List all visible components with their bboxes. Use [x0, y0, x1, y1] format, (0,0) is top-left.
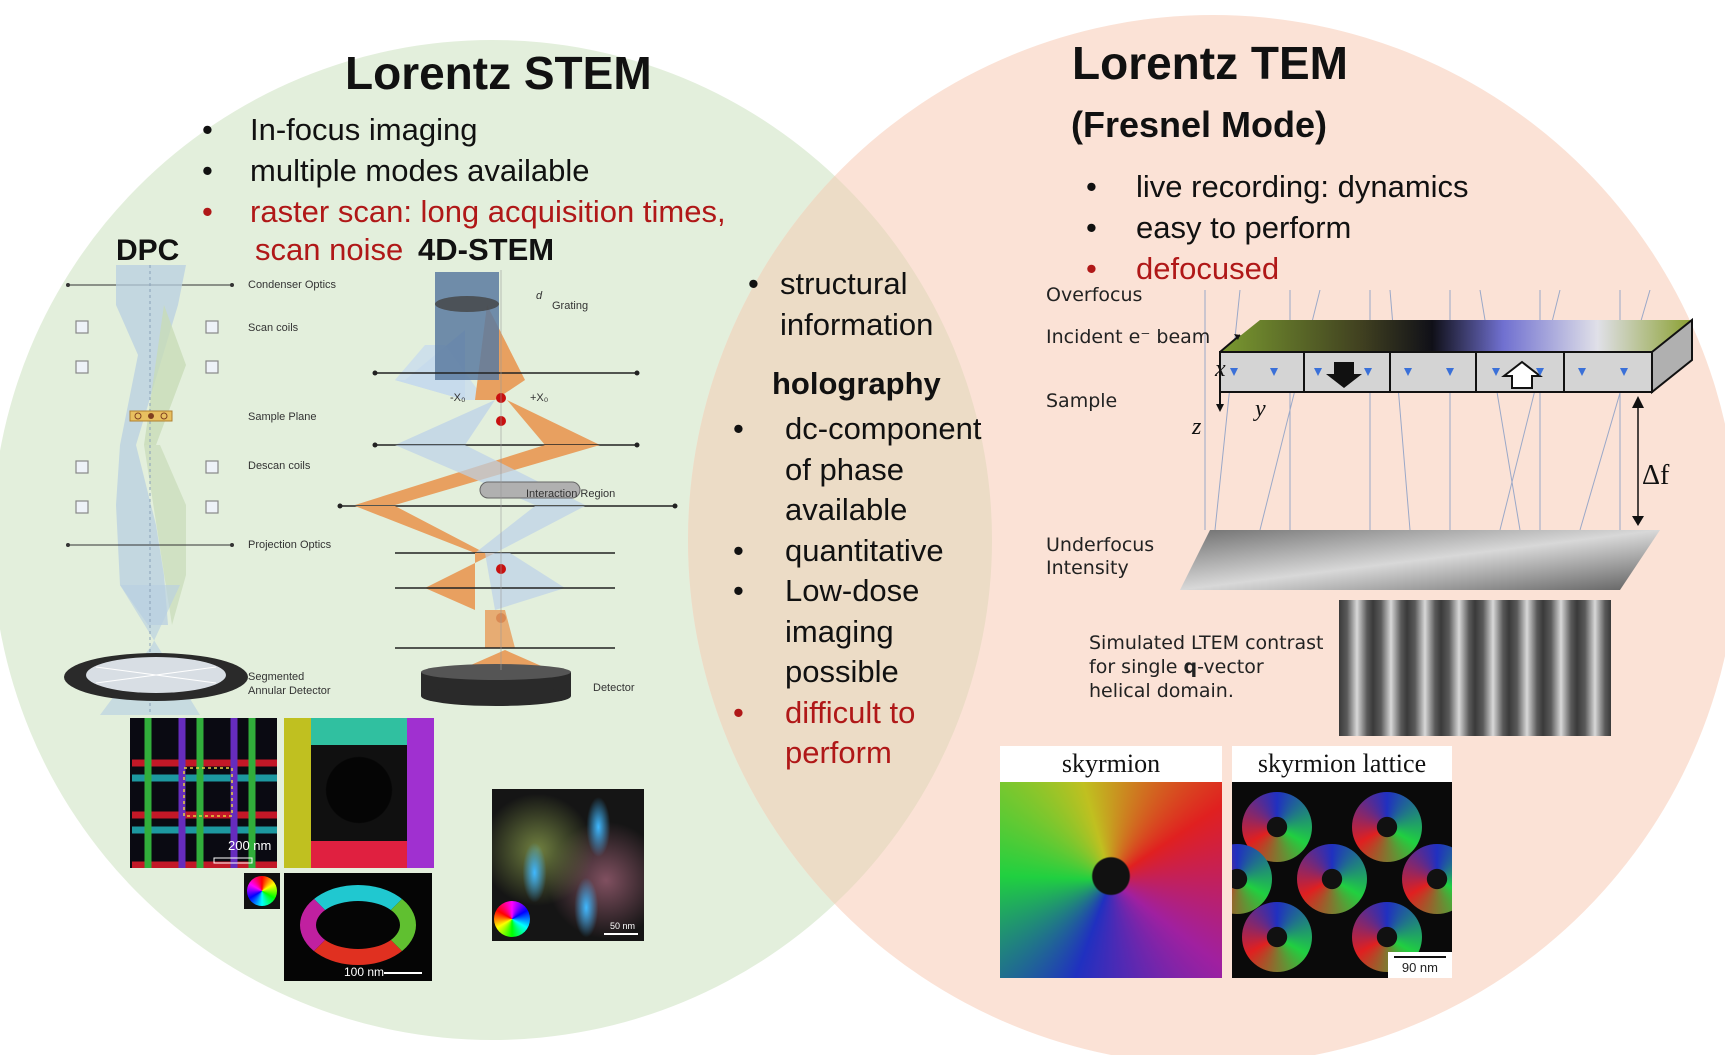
ltem-contrast-image [1339, 600, 1611, 736]
right-bullet-1: •live recording: dynamics [1086, 169, 1469, 204]
right-title: Lorentz TEM [1072, 37, 1348, 89]
right-subtitle: (Fresnel Mode) [1071, 104, 1328, 145]
grid-scale-label: 200 nm [228, 838, 272, 853]
right-circle [688, 15, 1725, 1055]
overlap-structural: •structural information [748, 266, 934, 342]
dpc-schematic [64, 265, 248, 715]
label-minus-x0: -X₀ [450, 392, 466, 404]
fourd-stem-schematic [337, 270, 678, 706]
label-d: d [536, 290, 543, 302]
label-intensity: Intensity [1046, 557, 1129, 579]
dpc-ring-image: 100 nm [284, 873, 432, 981]
left-bullet-3: •raster scan: long acquisition times, [202, 194, 726, 229]
axis-z-label: z [1192, 414, 1202, 440]
left-bullet-list: •In-focus imaging •multiple modes availa… [196, 109, 726, 232]
fourd-vortex-image: 50 nm [492, 789, 644, 941]
label-plus-x0: +X₀ [530, 392, 549, 404]
dpc-zoom-image [284, 718, 434, 868]
dpc-grid-image: 200 nm [130, 718, 277, 868]
label-detector: Detector [593, 682, 635, 694]
left-bullet-2: •multiple modes available [202, 153, 590, 188]
dpc-heading: DPC [116, 234, 180, 267]
skyrmion-lattice-panel: skyrmion lattice 90 nm [1232, 746, 1452, 978]
left-bullet-1: •In-focus imaging [202, 112, 478, 147]
holo-item-2: •quantitative [733, 532, 944, 568]
holography-list: •dc-component of phase available •quanti… [733, 411, 982, 770]
label-underfocus: Underfocus [1046, 534, 1155, 556]
skyrmion-panel: skyrmion [1000, 746, 1222, 978]
right-bullet-3: •defocused [1086, 251, 1280, 286]
label-segmented: Segmented [248, 671, 305, 683]
holo-item-4: •difficult to [733, 694, 916, 730]
left-title: Lorentz STEM [345, 47, 652, 99]
label-incident-beam: Incident e⁻ beam [1046, 326, 1211, 348]
skyrmion-lattice-caption: skyrmion lattice [1232, 746, 1452, 782]
right-bullet-2: •easy to perform [1086, 210, 1352, 245]
color-wheel-legend [244, 873, 280, 909]
simulated-caption: Simulated LTEM contrast for single q-vec… [1089, 632, 1324, 702]
lattice-scale-label: 90 nm [1401, 960, 1438, 975]
holo-item-1: •dc-component [733, 411, 982, 446]
label-projection-optics: Projection Optics [248, 539, 332, 551]
label-sample: Sample [1046, 390, 1118, 412]
holography-heading: holography [772, 366, 941, 401]
label-overfocus: Overfocus [1046, 284, 1143, 306]
label-descan-coils: Descan coils [248, 460, 311, 472]
label-interaction-region: Interaction Region [526, 488, 616, 500]
holo-item-3: •Low-dose [733, 573, 920, 608]
axis-y-label: y [1255, 396, 1266, 422]
label-condenser-optics: Condenser Optics [248, 279, 337, 291]
right-bullet-list: •live recording: dynamics •easy to perfo… [1080, 166, 1469, 289]
ring-scale-label: 100 nm [344, 965, 385, 979]
defocus-label: Δf [1642, 460, 1670, 491]
fresnel-schematic [1180, 290, 1693, 590]
axis-x-label: x [1215, 356, 1226, 382]
fourd-heading: 4D-STEM [418, 232, 555, 267]
label-sample-plane: Sample Plane [248, 411, 317, 423]
label-grating: Grating [552, 300, 589, 312]
skyrmion-caption: skyrmion [1000, 746, 1222, 782]
left-bullet-3-continuation: scan noise [255, 232, 404, 267]
vortex-scale-label: 50 nm [610, 921, 636, 931]
label-scan-coils: Scan coils [248, 322, 299, 334]
label-annular-detector: Annular Detector [248, 685, 331, 697]
